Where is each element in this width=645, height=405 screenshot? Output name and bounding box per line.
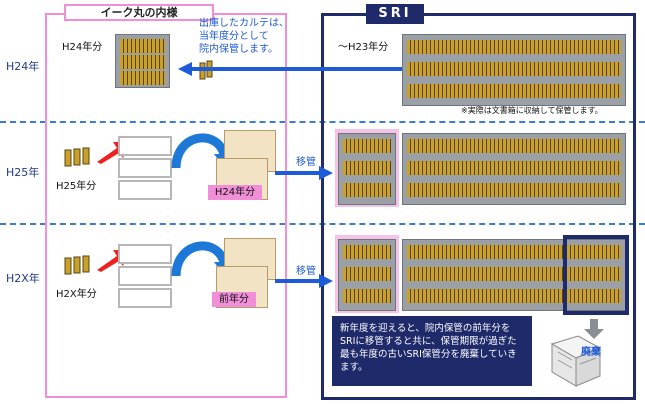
h25-label: H25年分 (56, 181, 97, 192)
sri-h23-label: ～H23年分 (338, 42, 389, 53)
box-label-h24: H24年分 (208, 185, 262, 200)
binders-icon (64, 147, 90, 167)
hospital-drawer (118, 158, 172, 178)
sri-panel-title: SRI (366, 4, 424, 24)
box-label-prev-year: 前年分 (212, 292, 256, 307)
sri-cabinet-retained (402, 239, 626, 311)
sri-cabinet-new (338, 239, 396, 311)
hospital-cabinet-h24 (115, 34, 170, 88)
storage-note: ※実際は文書箱に収納して保管します。 (461, 106, 603, 115)
oldest-discard-highlight (563, 235, 629, 315)
hospital-drawer (118, 136, 172, 156)
row-label-h24: H24年 (6, 60, 40, 73)
annual-process-note: 新年度を迎えると、院内保管の前年分を SRIに移管すると共に、保管期限が過ぎた … (332, 316, 532, 386)
discard-arrow-icon (584, 319, 604, 339)
retrieval-note: 出庫したカルテは、 当年度分として 院内保管します。 (199, 18, 289, 55)
binders-icon (64, 255, 90, 275)
transfer-arrow (275, 274, 333, 288)
transfer-label: 移管 (296, 157, 316, 168)
sri-cabinet-old (402, 133, 626, 205)
sri-cabinet-h23 (402, 34, 626, 106)
sri-panel (321, 13, 636, 400)
hospital-panel-title: イーク丸の内様 (64, 4, 214, 21)
hospital-drawer (118, 244, 172, 264)
row-label-h2x: H2X年 (6, 272, 40, 285)
row-label-h25: H25年 (6, 166, 40, 179)
shredded-documents-icon (550, 335, 602, 387)
hospital-drawer (118, 288, 172, 308)
h24-label: H24年分 (62, 42, 103, 53)
h2x-label: H2X年分 (56, 289, 97, 300)
hospital-drawer (118, 266, 172, 286)
transfer-arrow (275, 166, 333, 180)
discard-label: 廃棄 (581, 347, 601, 358)
transfer-label: 移管 (296, 266, 316, 277)
hospital-drawer (118, 180, 172, 200)
sri-cabinet-new (338, 133, 396, 205)
retrieve-arrow (178, 62, 412, 76)
